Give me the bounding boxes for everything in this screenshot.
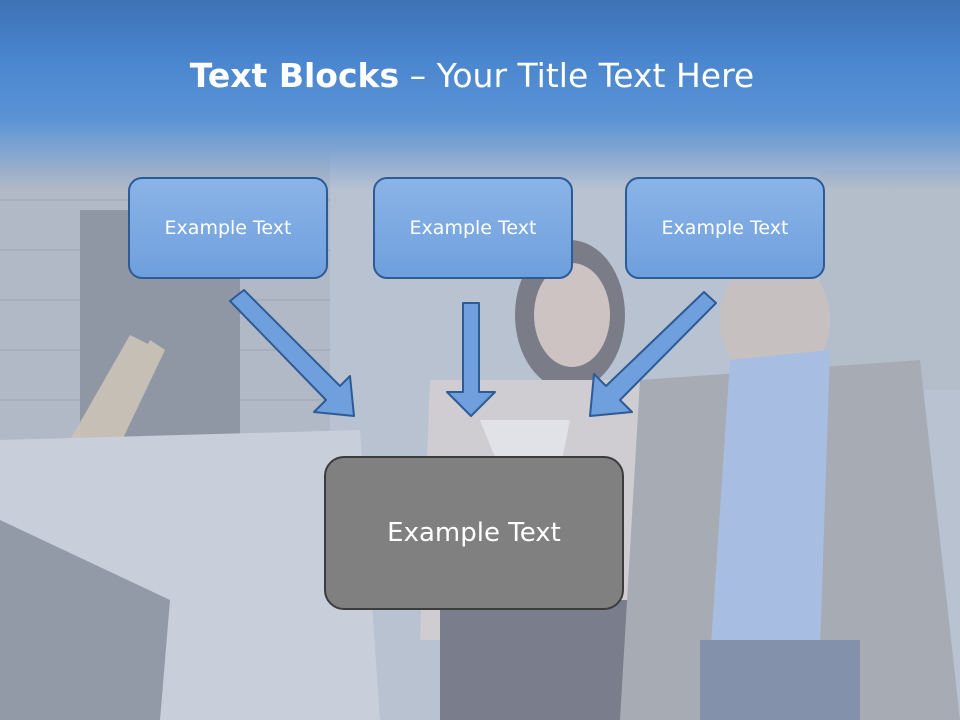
text-block-2-label: Example Text (409, 217, 537, 239)
text-block-1[interactable]: Example Text (128, 177, 328, 279)
title-rest: – Your Title Text Here (399, 56, 755, 95)
slide-title: Text Blocks – Your Title Text Here (0, 54, 944, 98)
text-block-2[interactable]: Example Text (373, 177, 573, 279)
main-text-block[interactable]: Example Text (324, 456, 624, 610)
text-block-1-label: Example Text (164, 217, 292, 239)
text-block-3-label: Example Text (661, 217, 789, 239)
header-band (0, 0, 960, 190)
main-text-block-label: Example Text (387, 518, 561, 548)
text-block-3[interactable]: Example Text (625, 177, 825, 279)
title-bold: Text Blocks (189, 56, 400, 95)
